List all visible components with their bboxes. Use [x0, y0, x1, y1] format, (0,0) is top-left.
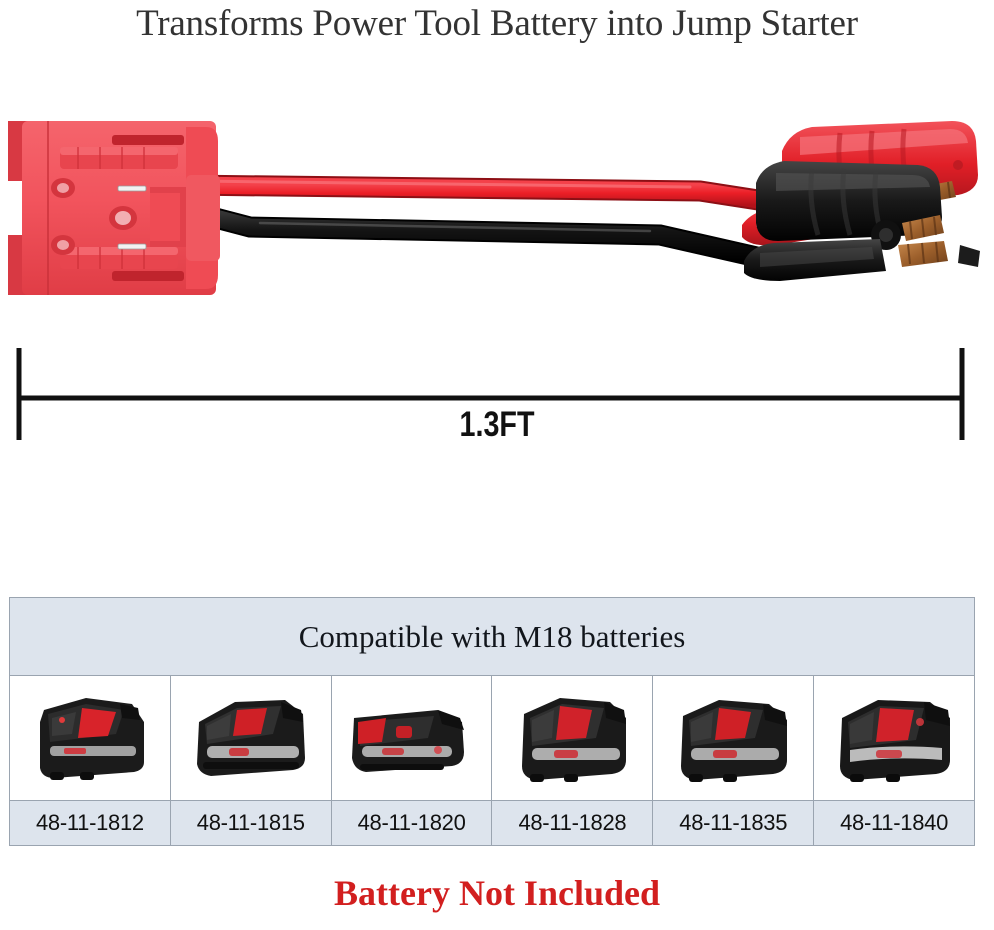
battery-image-cell — [169, 675, 332, 801]
dimension-line — [0, 335, 994, 460]
battery-image-cell — [9, 675, 171, 801]
battery-image-row — [9, 675, 975, 801]
battery-adapter — [8, 121, 220, 295]
battery-model-cell: 48-11-1812 — [9, 800, 171, 846]
cable-black — [174, 199, 781, 271]
battery-image-cell — [652, 675, 815, 801]
product-photo — [0, 55, 994, 335]
cable-red — [174, 174, 801, 216]
compat-header-row: Compatible with M18 batteries — [9, 597, 975, 676]
compatibility-table: Compatible with M18 batteries — [9, 597, 975, 846]
adapter-screw-boss — [51, 178, 137, 255]
compat-header-label: Compatible with M18 batteries — [9, 597, 975, 676]
battery-model-cell: 48-11-1828 — [491, 800, 654, 846]
battery-model-cell: 48-11-1815 — [169, 800, 332, 846]
battery-image-cell — [813, 675, 975, 801]
battery-model-cell: 48-11-1835 — [652, 800, 815, 846]
battery-not-included-notice: Battery Not Included — [334, 873, 660, 913]
page-title: Transforms Power Tool Battery into Jump … — [136, 3, 858, 44]
battery-icon — [681, 700, 788, 782]
clamp-black — [744, 161, 980, 281]
adapter-terminal-blades — [117, 185, 147, 250]
battery-model-cell: 48-11-1840 — [813, 800, 975, 846]
battery-model-cell: 48-11-1820 — [330, 800, 493, 846]
battery-icon — [196, 700, 305, 776]
battery-icon — [522, 698, 627, 782]
battery-image-cell — [330, 675, 493, 801]
battery-model-row: 48-11-1812 48-11-1815 48-11-1820 48-11-1… — [9, 800, 975, 846]
dimension-label: 1.3FT — [459, 405, 535, 444]
battery-icon — [840, 700, 951, 782]
battery-image-cell — [491, 675, 654, 801]
battery-icon — [39, 698, 144, 780]
battery-icon — [351, 710, 464, 772]
